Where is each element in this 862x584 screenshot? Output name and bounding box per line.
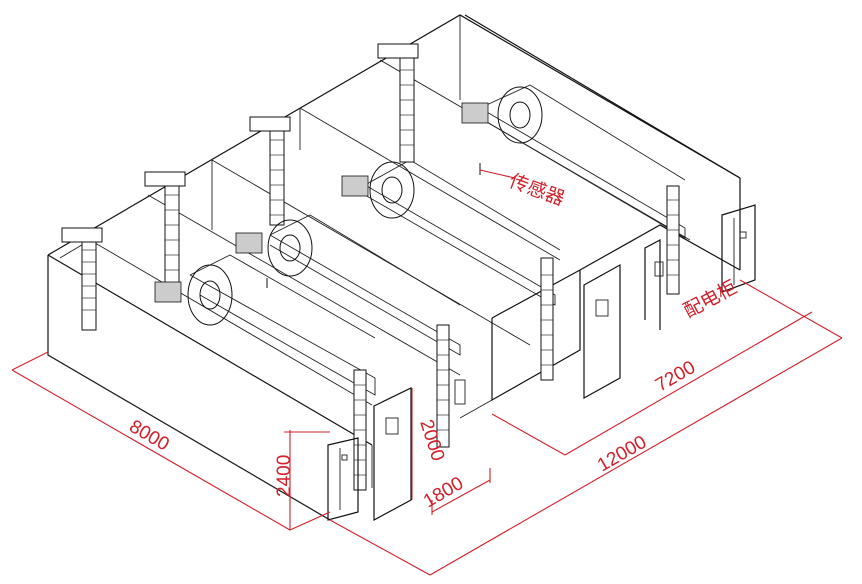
sensor-callout xyxy=(266,163,516,288)
label-sensor: 传感器 xyxy=(506,170,567,210)
fan-unit xyxy=(341,161,415,219)
rack-cap xyxy=(377,43,419,59)
rack-cap xyxy=(61,227,103,243)
doors xyxy=(373,239,664,522)
rack-cap xyxy=(144,171,186,187)
dimension-lines xyxy=(11,279,843,576)
cabinet-right xyxy=(721,204,756,293)
door-right-frame xyxy=(644,239,661,330)
dim-length-left: 8000 xyxy=(126,416,173,455)
rack-column xyxy=(666,185,680,295)
label-distribution-cabinet: 配电柜 xyxy=(680,276,741,322)
rack-column xyxy=(81,234,97,331)
distribution-cabinets xyxy=(327,204,756,521)
rack-column xyxy=(540,257,554,381)
dim-door-width: 1800 xyxy=(420,473,467,512)
rack-cap xyxy=(249,116,291,132)
dim-height: 2400 xyxy=(274,455,295,497)
door-left xyxy=(373,387,412,522)
door-middle xyxy=(583,263,621,400)
fan-unit xyxy=(461,86,543,144)
rack-column xyxy=(269,122,285,226)
fan-unit xyxy=(235,219,313,277)
rack-column xyxy=(436,324,450,448)
dim-length-total: 12000 xyxy=(594,432,650,477)
evaporator-fans xyxy=(154,86,543,326)
cabinet-left xyxy=(327,437,359,521)
fan-unit xyxy=(154,264,233,326)
